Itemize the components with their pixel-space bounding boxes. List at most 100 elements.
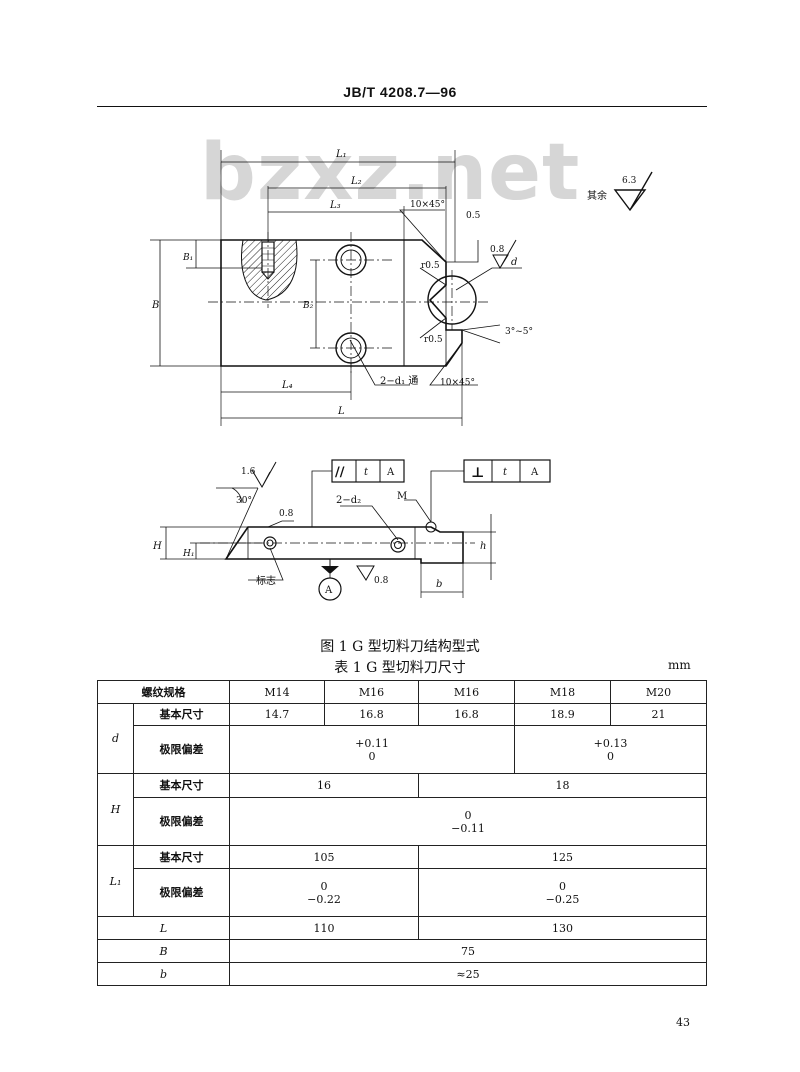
chamfer-top-label: 10×45° xyxy=(410,200,445,210)
d-basic: 16.8 xyxy=(324,703,419,726)
H-tolerance: 0 −0.11 xyxy=(229,797,707,846)
symbol-H: H xyxy=(97,773,134,846)
dim-H: H xyxy=(152,541,162,552)
basic-size-label: 基本尺寸 xyxy=(133,703,230,726)
symbol-L: L xyxy=(97,916,230,940)
H-basic-2: 18 xyxy=(418,773,707,798)
L1-basic-1: 105 xyxy=(229,845,419,869)
L-value-1: 110 xyxy=(229,916,419,940)
dim-L: L xyxy=(337,406,345,417)
dim-L4: L₄ xyxy=(281,380,293,391)
figure-caption: 图 1 G 型切料刀结构型式 xyxy=(320,639,480,655)
d-tol-1-lower: 0 xyxy=(368,749,376,763)
dim-L1: L₁ xyxy=(335,149,347,160)
dim-b: b xyxy=(436,579,442,590)
thread-spec: M14 xyxy=(229,680,325,704)
side-hole-right xyxy=(390,537,406,553)
tolerance-label: 极限偏差 xyxy=(133,797,230,846)
holes-side-label: 2−d₂ xyxy=(336,495,361,506)
H-tol-lower: −0.11 xyxy=(451,821,485,835)
technical-drawing: L₁ L₂ L₃ L₄ L B B₁ B₂ 10×45° 0.5 r0.5 r0… xyxy=(150,149,653,601)
dim-H1: H₁ xyxy=(182,549,194,559)
d-basic: 21 xyxy=(610,703,707,726)
datum-A: A xyxy=(324,585,333,596)
dim-L2: L₂ xyxy=(350,176,362,187)
dim-d: d xyxy=(511,257,517,268)
roughness-top-label: 0.8 xyxy=(490,245,505,255)
d-tolerance-2: +0.13 0 xyxy=(514,725,707,774)
radius-bottom-label: r0.5 xyxy=(424,335,443,345)
holes-label: 2−d₁ 通 xyxy=(380,375,418,387)
chamfer-bottom-label: 10×45° xyxy=(440,378,475,388)
dim-B2: B₂ xyxy=(302,301,314,311)
perpendicular-datum: A xyxy=(530,467,539,478)
dimension-table: 螺纹规格 M14 M16 M16 M18 M20 d 基本尺寸 14.7 16.… xyxy=(97,680,707,986)
angle-30: 30° xyxy=(236,496,252,506)
datum-A-triangle xyxy=(321,566,339,574)
dim-L3: L₃ xyxy=(329,200,341,211)
watermark: bzxz.net xyxy=(200,128,581,218)
L1-tolerance-1: 0 −0.22 xyxy=(229,868,419,917)
perpendicular-tol: t xyxy=(503,467,508,478)
thread-spec: M16 xyxy=(418,680,515,704)
L1-basic-2: 125 xyxy=(418,845,707,869)
unit-label: mm xyxy=(668,658,691,672)
table-row: 极限偏差 0 −0.22 0 −0.25 xyxy=(98,868,707,917)
offset-label: 0.5 xyxy=(466,211,481,221)
mark-label: 标志 xyxy=(256,574,276,587)
L1-tol-1-upper: 0 xyxy=(320,879,328,893)
parallel-tol: t xyxy=(364,467,369,478)
surface-symbol-rest: 其余 6.3 xyxy=(587,171,653,212)
table-row: b ≈25 xyxy=(97,962,707,986)
table-row: B 75 xyxy=(97,939,707,963)
table-row: d 基本尺寸 14.7 16.8 16.8 18.9 21 xyxy=(97,703,707,774)
parallel-symbol: // xyxy=(335,465,345,480)
L-value-2: 130 xyxy=(418,916,707,940)
table-row: L 110 130 xyxy=(97,916,707,940)
symbol-L1: L₁ xyxy=(97,845,134,917)
table-row: H 基本尺寸 16 18 xyxy=(97,773,707,846)
basic-size-label: 基本尺寸 xyxy=(133,773,230,798)
table-row: 极限偏差 0 −0.11 xyxy=(98,797,707,846)
roughness-16: 1.6 xyxy=(241,467,256,477)
d-tolerance-1: +0.11 0 xyxy=(229,725,515,774)
table-row: L₁ 基本尺寸 105 125 xyxy=(97,845,707,917)
thread-spec: M18 xyxy=(514,680,611,704)
angle-label: 3°~5° xyxy=(505,327,533,337)
standard-code: JB/T 4208.7—96 xyxy=(343,84,457,100)
roughness-side-bottom: 0.8 xyxy=(374,576,389,586)
header-rule xyxy=(97,106,707,107)
roughness-side-top: 0.8 xyxy=(279,509,294,519)
top-view: L₁ L₂ L₃ L₄ L B B₁ B₂ 10×45° 0.5 r0.5 r0… xyxy=(150,149,533,426)
side-view-outline xyxy=(224,526,464,564)
tolerance-label: 极限偏差 xyxy=(133,868,230,917)
L1-tol-2-lower: −0.25 xyxy=(545,892,580,906)
point-M: M xyxy=(397,491,407,502)
table-caption: 表 1 G 型切料刀尺寸 xyxy=(334,660,466,676)
d-tol-2-lower: 0 xyxy=(607,749,614,763)
d-tol-2-upper: +0.13 xyxy=(593,736,628,750)
symbol-d: d xyxy=(97,703,134,774)
side-view: // t A ⊥ t A A 0.8 0.8 H H₁ h b 30° xyxy=(152,459,551,601)
table-row: 螺纹规格 M14 M16 M16 M18 M20 xyxy=(97,680,707,704)
d-basic: 18.9 xyxy=(514,703,611,726)
surface-rest-value: 6.3 xyxy=(622,176,637,186)
thread-spec: M20 xyxy=(610,680,707,704)
thread-spec-header: 螺纹规格 xyxy=(97,680,230,704)
frame-parallel xyxy=(311,459,405,527)
basic-size-label: 基本尺寸 xyxy=(133,845,230,869)
dim-B1: B₁ xyxy=(182,253,193,263)
L1-tol-1-lower: −0.22 xyxy=(307,892,341,906)
parallel-datum: A xyxy=(386,467,395,478)
d-basic: 14.7 xyxy=(229,703,325,726)
H-tol-upper: 0 xyxy=(464,808,472,822)
surface-rest-label: 其余 xyxy=(587,189,607,202)
b-value: ≈25 xyxy=(229,962,707,986)
d-basic: 16.8 xyxy=(418,703,515,726)
dim-h: h xyxy=(480,541,486,552)
symbol-B: B xyxy=(97,939,230,963)
dim-B: B xyxy=(151,300,159,311)
H-basic-1: 16 xyxy=(229,773,419,798)
B-value: 75 xyxy=(229,939,707,963)
L1-tol-2-upper: 0 xyxy=(559,879,566,893)
